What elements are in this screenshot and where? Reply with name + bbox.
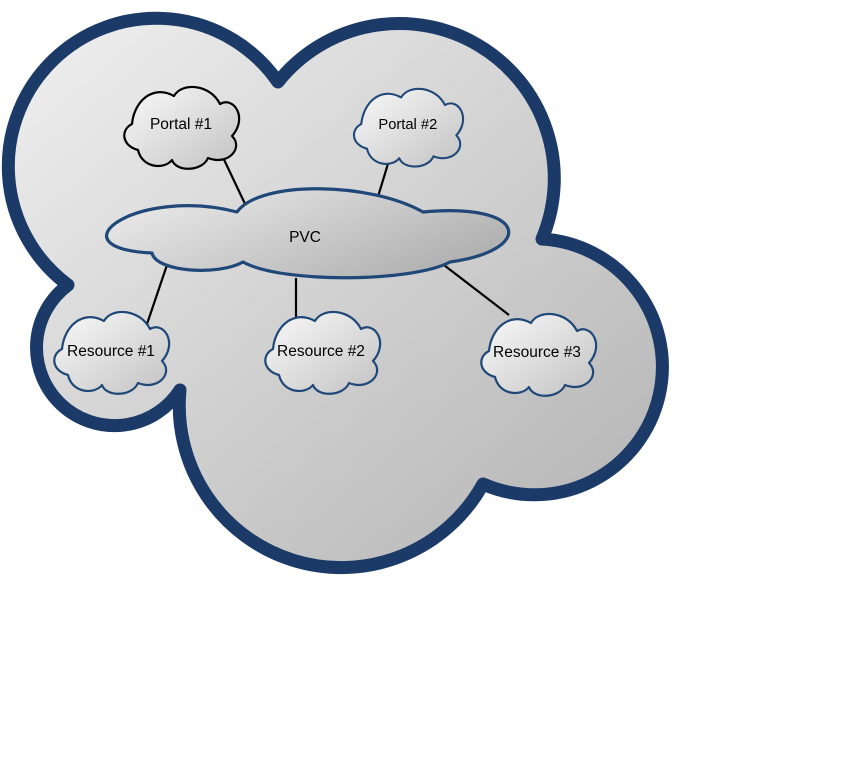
wan-cloud (1, 11, 669, 575)
node-label-resource-2: Resource #2 (277, 343, 365, 360)
node-label-portal-1: Portal #1 (150, 116, 212, 133)
node-resource-2: Resource #2 (264, 310, 382, 395)
node-label-portal-2: Portal #2 (378, 117, 437, 133)
node-label-resource-3: Resource #3 (493, 344, 581, 361)
node-resource-3: Resource #3 (480, 312, 598, 397)
node-portal-1: Portal #1 (123, 85, 241, 170)
node-resource-1: Resource #1 (53, 310, 171, 395)
edge-pvc-resource1 (144, 261, 170, 328)
cloud-shape-pvc (105, 187, 511, 280)
node-pvc: PVC (105, 187, 511, 280)
node-label-resource-1: Resource #1 (67, 343, 155, 360)
edge-pvc-resource3 (439, 261, 510, 316)
node-label-pvc: PVC (289, 229, 321, 246)
wan-cloud-outline (1, 11, 669, 575)
node-portal-2: Portal #2 (352, 87, 465, 168)
